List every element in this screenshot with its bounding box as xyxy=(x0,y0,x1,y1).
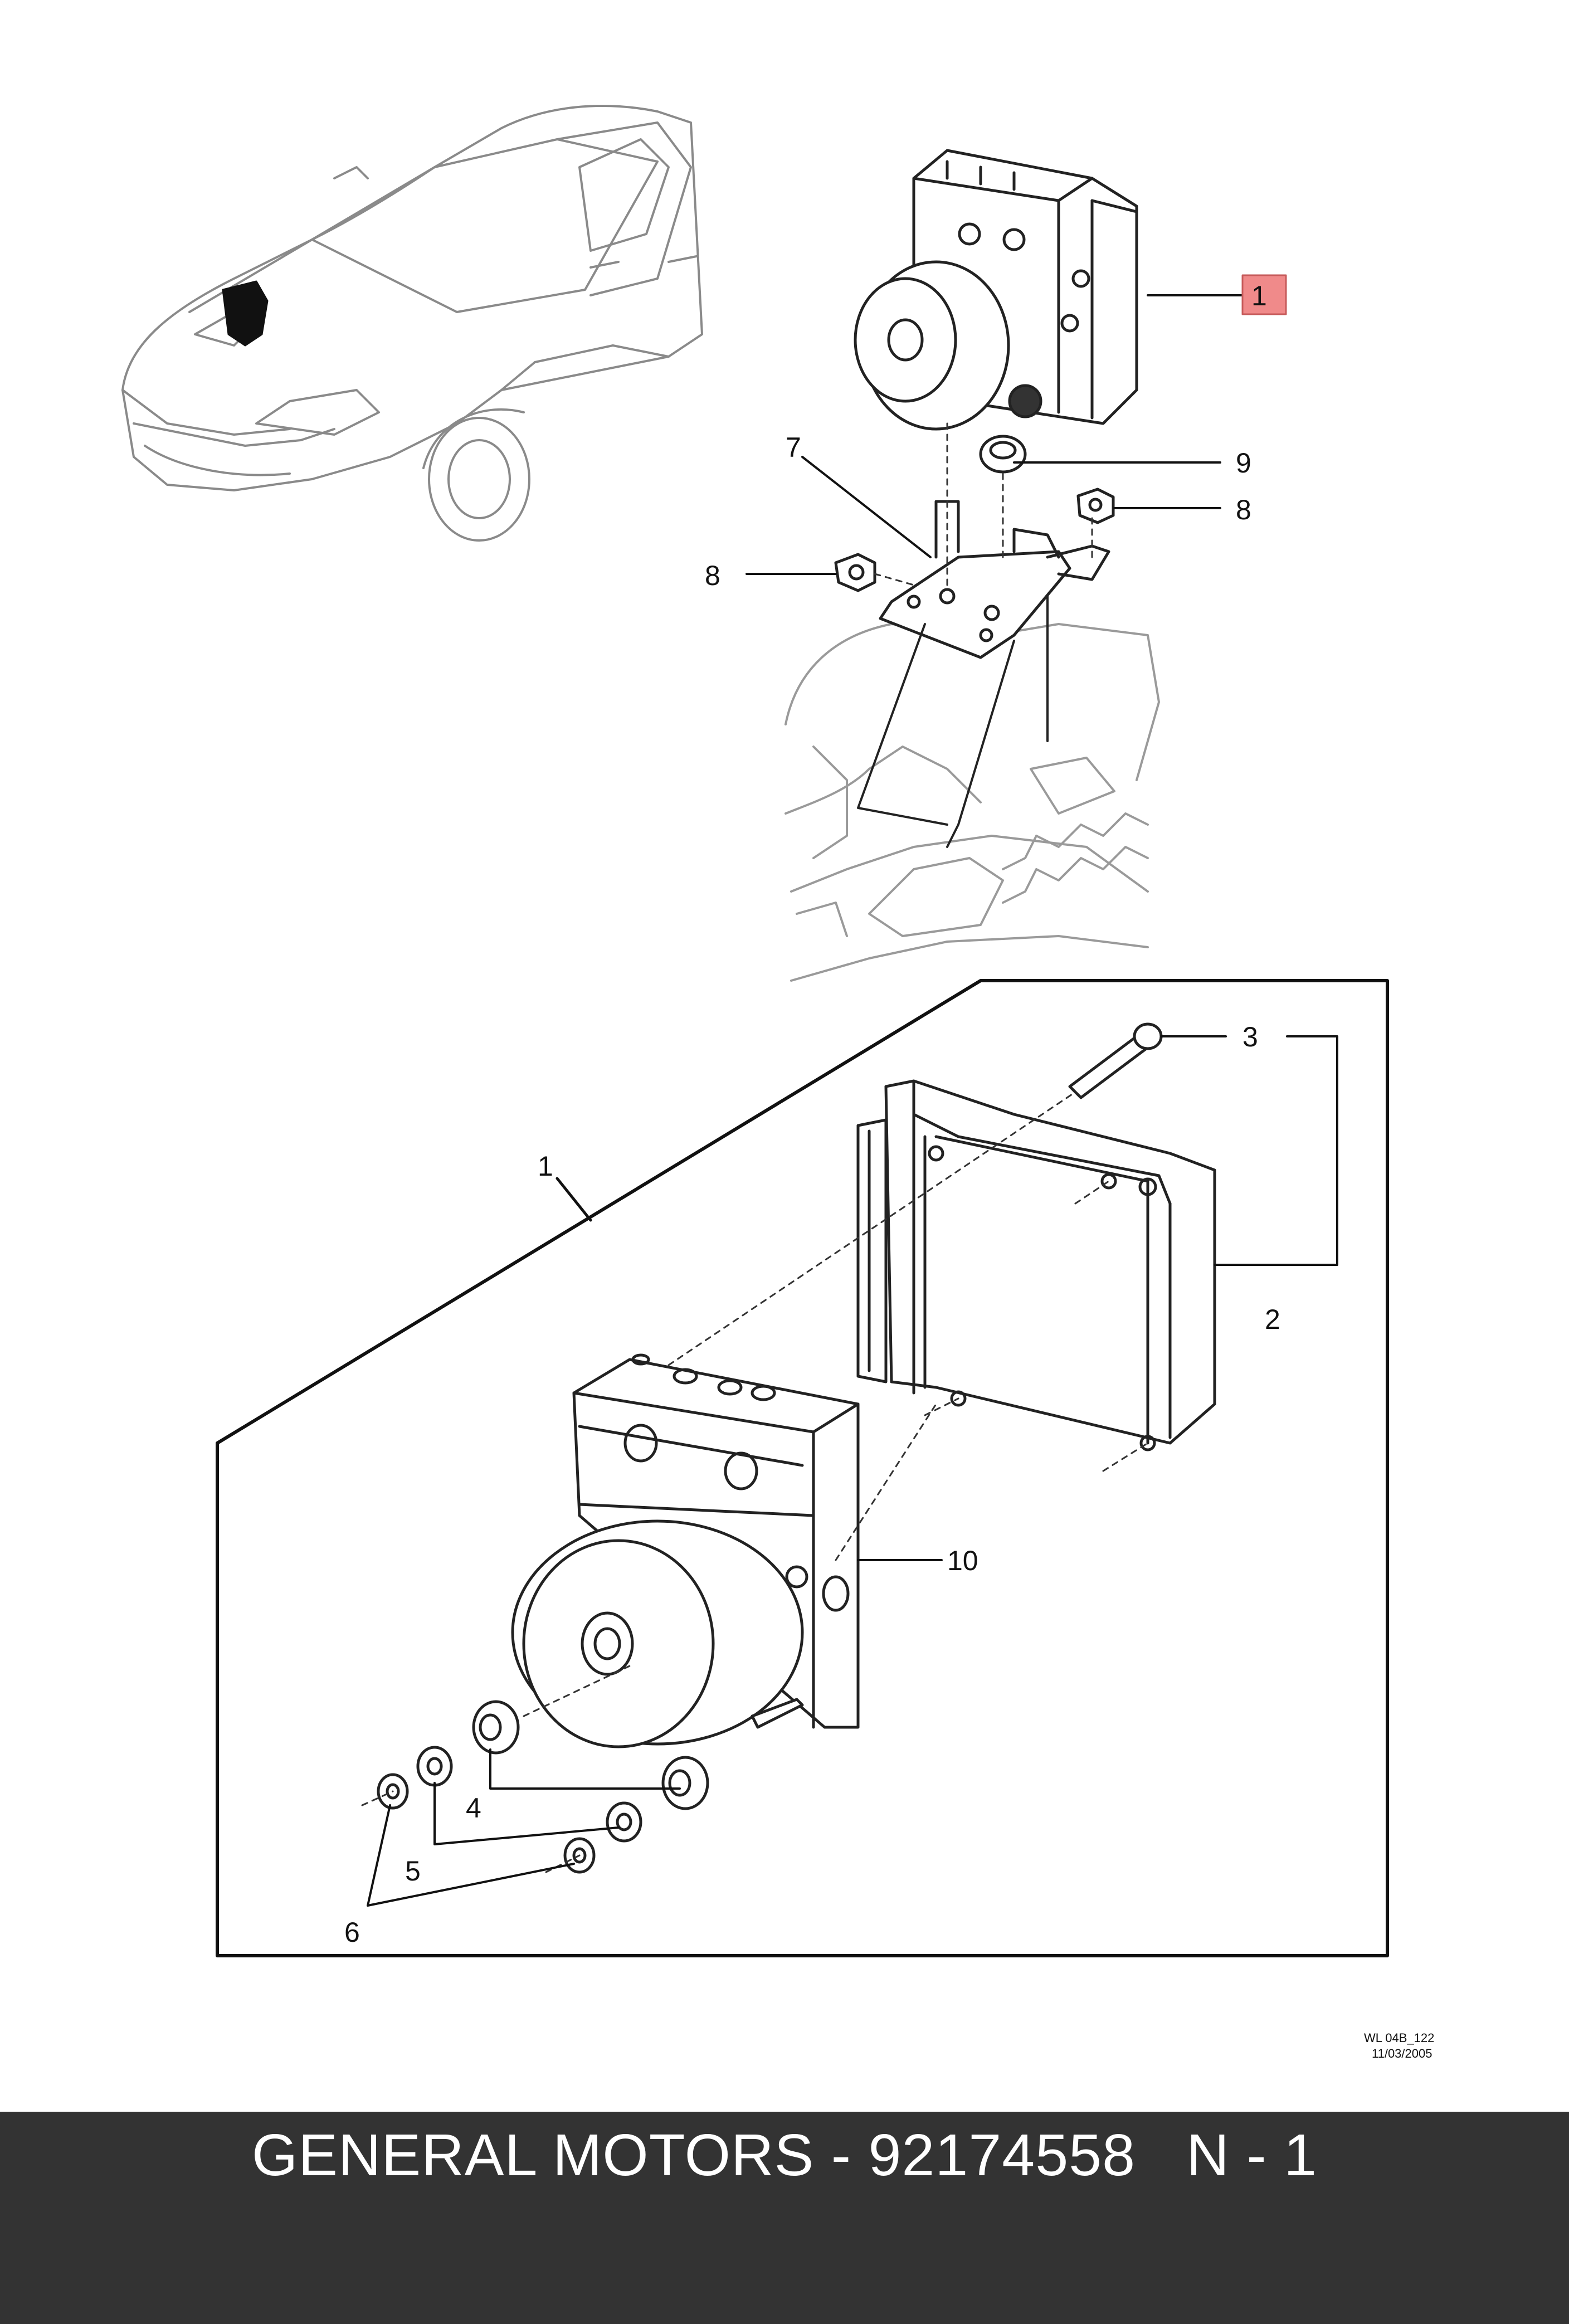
mount-lines-top xyxy=(857,595,1049,848)
engine-bay-structure xyxy=(784,623,1160,982)
callout-1-top: 1 xyxy=(1251,280,1267,311)
assembly-lines-top xyxy=(874,422,1093,592)
engine-bay-location-marker xyxy=(222,280,269,347)
spacer-5b xyxy=(606,1801,642,1843)
callout-5: 5 xyxy=(405,1855,421,1887)
spacer-5a xyxy=(416,1746,453,1787)
callout-4: 4 xyxy=(466,1792,481,1824)
footer-title: GENERAL MOTORS - 92174558 N - 1 xyxy=(251,2122,1318,2188)
hydraulic-modulator xyxy=(511,1353,860,1748)
bolt xyxy=(1068,1022,1163,1099)
parts-diagram: 1 9 8 7 8 3 1 2 10 4 5 6 WL 04B_122 11/0… xyxy=(121,105,1434,2060)
drawing-code: WL 04B_122 xyxy=(1364,2031,1434,2045)
assembly-lines-detail xyxy=(361,1091,1149,1873)
callout-9: 9 xyxy=(1236,447,1251,479)
leader-lines-top xyxy=(745,294,1244,575)
callout-3: 3 xyxy=(1242,1021,1258,1053)
detail-frame xyxy=(216,979,1389,1957)
leader-1-detail xyxy=(556,1177,592,1222)
grommet-top xyxy=(979,435,1027,474)
nut-right-top xyxy=(1076,488,1115,524)
callout-6: 6 xyxy=(344,1917,360,1948)
nut-left-top xyxy=(834,553,876,592)
footer-bar xyxy=(0,2112,1569,2324)
bushing-4b xyxy=(661,1756,709,1810)
callout-2: 2 xyxy=(1265,1304,1280,1335)
bushing-4a xyxy=(472,1700,520,1755)
callout-10: 10 xyxy=(947,1545,978,1576)
drawing-date: 11/03/2005 xyxy=(1372,2047,1432,2060)
leader-lines-detail xyxy=(367,1035,1338,1907)
callout-7: 7 xyxy=(786,432,801,463)
callout-8-right: 8 xyxy=(1236,494,1251,525)
callout-1-detail: 1 xyxy=(538,1151,553,1182)
ecu-module xyxy=(856,1079,1216,1451)
car-illustration xyxy=(121,105,703,542)
callout-8-left: 8 xyxy=(705,560,720,591)
callout-1-highlight xyxy=(1241,274,1287,315)
abs-unit-assembled xyxy=(854,149,1138,431)
mounting-bracket xyxy=(879,500,1110,659)
